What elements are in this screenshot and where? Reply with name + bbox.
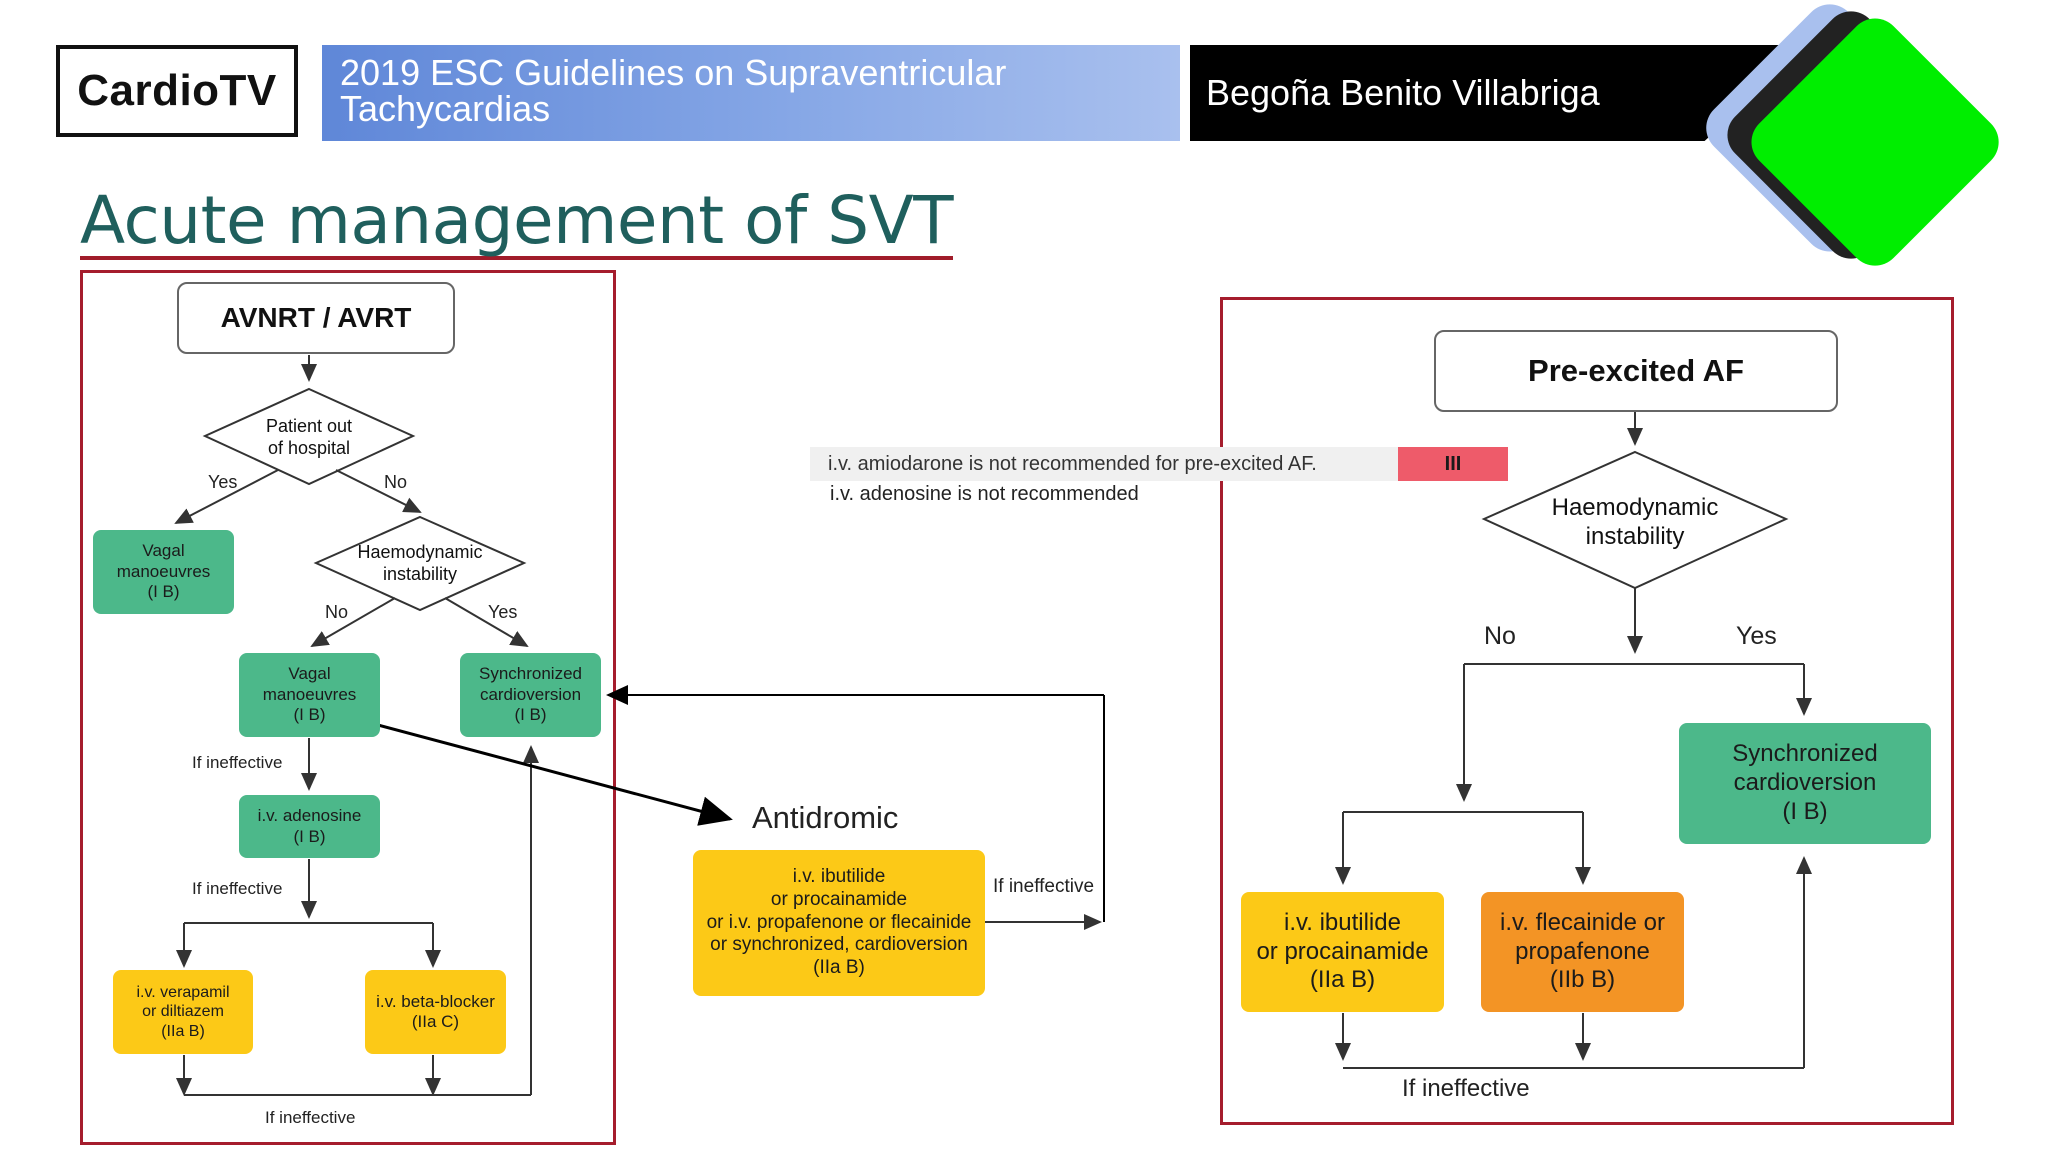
yes-label: Yes: [1736, 622, 1777, 650]
box-text-line1: i.v. flecainide or: [1500, 908, 1665, 936]
box-text-line2: (I B): [293, 826, 326, 846]
box-text-line1: i.v. verapamil: [136, 984, 230, 1002]
iv-beta-blocker-box: i.v. beta-blocker (IIa C): [365, 970, 506, 1054]
if-ineffective-label: If ineffective: [993, 876, 1095, 897]
recommendation-row: i.v. amiodarone is not recommended for p…: [810, 447, 1398, 481]
box-text-line1: Vagal: [288, 664, 331, 684]
box-text-line2: (IIa C): [411, 1012, 460, 1031]
box-text-line1: i.v. ibutilide: [792, 866, 886, 887]
decision-text-line2: instability: [1585, 523, 1685, 550]
box-text-line1: Vagal: [142, 541, 185, 561]
haemodynamic-instability-decision: Haemodynamic instability: [1530, 488, 1740, 558]
box-text-line1: Synchronized: [478, 664, 582, 684]
recommendation-text: i.v. amiodarone is not recommended for p…: [828, 452, 1317, 475]
presentation-title-line1: 2019 ESC Guidelines on Supraventricular: [340, 52, 1007, 93]
box-text-line3: (I B): [1782, 797, 1828, 825]
patient-out-of-hospital-decision: Patient out of hospital: [229, 410, 389, 466]
iv-flecainide-box: i.v. flecainide or propafenone (IIb B): [1481, 892, 1684, 1012]
synchronized-cardioversion-box: Synchronized cardioversion (I B): [1679, 723, 1931, 844]
if-ineffective-label: If ineffective: [192, 753, 283, 772]
box-text-line1: Synchronized: [1732, 740, 1878, 768]
if-ineffective-label: If ineffective: [1402, 1075, 1530, 1102]
box-text-line2: or procainamide: [1256, 937, 1429, 965]
right-flowchart-frame: [1220, 297, 1954, 1125]
author-name: Begoña Benito Villabriga: [1206, 72, 1600, 113]
presentation-title-line2: Tachycardias: [340, 88, 551, 129]
box-text-line5: (IIa B): [813, 957, 865, 979]
no-label: No: [325, 602, 349, 622]
box-text-line2: manoeuvres: [116, 561, 211, 581]
no-label: No: [384, 472, 408, 492]
pre-excited-af-node: Pre-excited AF: [1434, 330, 1838, 412]
antidromic-label: Antidromic: [752, 800, 899, 835]
box-text-line2: or diltiazem: [142, 1003, 224, 1021]
if-ineffective-label: If ineffective: [192, 879, 283, 898]
vagal-manoeuvres-box: Vagal manoeuvres (I B): [93, 530, 234, 614]
if-ineffective-label: If ineffective: [265, 1108, 356, 1127]
haemodynamic-instability-decision: Haemodynamic instability: [340, 536, 500, 592]
box-text-line3: (I B): [514, 705, 547, 725]
box-text-line3: (IIb B): [1549, 966, 1616, 994]
box-text-line2: cardioversion: [479, 684, 582, 704]
iv-verapamil-box: i.v. verapamil or diltiazem (IIa B): [113, 970, 253, 1054]
synchronized-cardioversion-box: Synchronized cardioversion (I B): [460, 653, 601, 737]
box-text-line3: (I B): [147, 582, 180, 602]
box-text-line1: i.v. ibutilide: [1284, 908, 1401, 936]
iv-adenosine-box: i.v. adenosine (I B): [239, 795, 380, 858]
box-text-line3: (IIa B): [1309, 966, 1376, 994]
box-text-line2: cardioversion: [1733, 769, 1877, 797]
box-text-line2: propafenone: [1515, 937, 1650, 965]
box-text-line1: i.v. adenosine: [257, 806, 362, 826]
adenosine-note: i.v. adenosine is not recommended: [830, 483, 1139, 505]
iv-ibutilide-box: i.v. ibutilide or procainamide (IIa B): [1241, 892, 1444, 1012]
box-text-line2: or procainamide: [770, 888, 908, 910]
box-text-line4: or synchronized, cardioversion: [710, 934, 968, 956]
box-text-line2: manoeuvres: [262, 684, 357, 704]
recommendation-class-badge: III: [1398, 447, 1508, 481]
vagal-manoeuvres-box-2: Vagal manoeuvres (I B): [239, 653, 380, 737]
decision-text-line1: Haemodynamic: [357, 542, 483, 563]
slide-title: Acute management of SVT: [80, 182, 954, 260]
box-text-line3: or i.v. propafenone or flecainide: [706, 911, 972, 933]
yes-label: Yes: [488, 602, 518, 622]
yes-label: Yes: [208, 472, 238, 492]
presentation-title-banner: 2019 ESC Guidelines on Supraventricular …: [322, 45, 1180, 141]
left-flowchart-frame: [80, 270, 616, 1145]
box-text-line3: (I B): [293, 705, 326, 725]
avnrt-avrt-node: AVNRT / AVRT: [177, 282, 455, 354]
decision-text-line2: instability: [382, 564, 458, 584]
cardiotv-logo: CardioTV: [56, 45, 298, 137]
box-text-line3: (IIa B): [161, 1022, 205, 1040]
decision-text-line1: Haemodynamic: [1551, 494, 1719, 522]
decision-text-line2: of hospital: [267, 438, 351, 458]
no-label: No: [1484, 622, 1516, 650]
box-text-line1: i.v. beta-blocker: [376, 991, 495, 1011]
iv-ibutilide-antidromic-box: i.v. ibutilide or procainamide or i.v. p…: [693, 850, 985, 996]
decision-text-line1: Patient out: [265, 416, 353, 437]
